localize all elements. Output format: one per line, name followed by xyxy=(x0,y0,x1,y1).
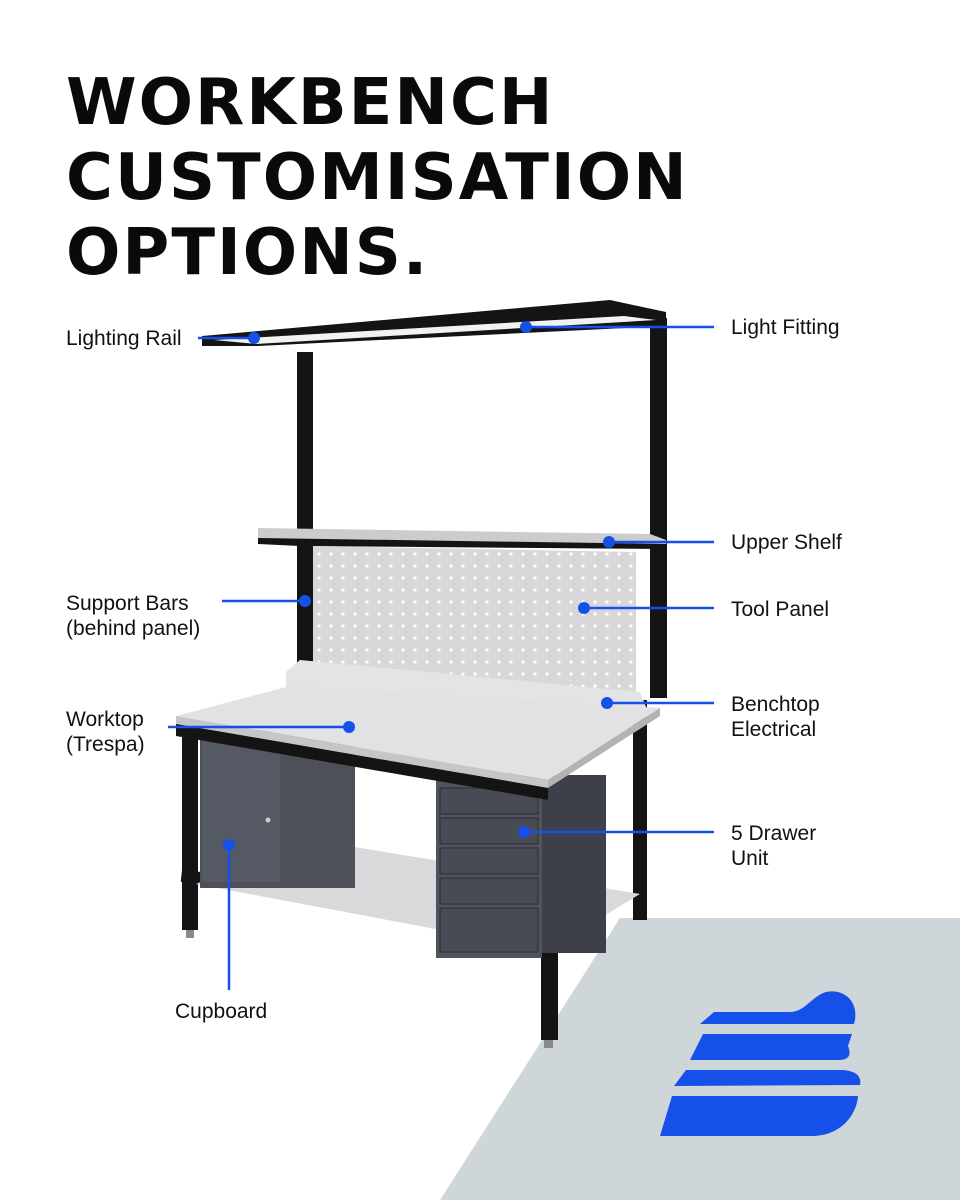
tool-panel-holes xyxy=(313,546,636,698)
drawer-3 xyxy=(439,847,539,875)
worktop xyxy=(176,686,660,780)
callout-light-fitting: Light Fitting xyxy=(731,316,840,339)
right-upright xyxy=(650,318,667,698)
callout-benchtop-electrical-line-2: Electrical xyxy=(731,718,817,741)
upper-shelf-dot xyxy=(603,536,615,548)
callout-drawer-unit-line-1: 5 Drawer xyxy=(731,822,817,845)
right-upright-lower xyxy=(633,700,647,920)
callout-upper-shelf: Upper Shelf xyxy=(731,531,842,554)
light-strip xyxy=(214,316,656,344)
page-title: WORKBENCH CUSTOMISATION OPTIONS. xyxy=(66,66,689,291)
upper-shelf-edge xyxy=(258,538,666,549)
drawer-4 xyxy=(439,877,539,905)
callout-support-bars: Support Bars (behind panel) xyxy=(66,591,200,641)
callout-worktop-line-1: Worktop xyxy=(66,708,144,731)
front-left-leg xyxy=(182,730,198,930)
callout-lighting-rail: Lighting Rail xyxy=(66,327,182,350)
callout-drawer-unit: 5 Drawer Unit xyxy=(731,821,816,871)
callout-tool-panel: Tool Panel xyxy=(731,598,830,621)
cupboard-lock xyxy=(265,817,271,823)
cupboard-door xyxy=(202,736,280,882)
tool-panel-dot xyxy=(578,602,590,614)
benchtop-electrical xyxy=(286,660,648,712)
callout-drawer-unit-line-2: Unit xyxy=(731,847,769,870)
b-stripes-logo-icon xyxy=(660,991,861,1136)
callout-cupboard: Cupboard xyxy=(175,1000,268,1023)
callout-support-bars-line-2: (behind panel) xyxy=(66,617,201,640)
drawer-unit-side xyxy=(540,775,606,953)
cupboard-dot xyxy=(223,839,235,851)
benchtop-electrical-dot xyxy=(601,697,613,709)
right-foot xyxy=(544,1040,553,1048)
title-line-3: OPTIONS. xyxy=(66,216,430,290)
worktop-edge xyxy=(176,716,548,788)
title-line-1: WORKBENCH xyxy=(66,66,555,140)
worktop-right-edge xyxy=(548,708,660,788)
worktop-apron xyxy=(176,724,548,800)
callout-support-bars-line-1: Support Bars xyxy=(66,592,189,615)
support-bars-dot xyxy=(299,595,311,607)
drawer-5 xyxy=(439,907,539,953)
worktop-dot xyxy=(343,721,355,733)
light-fitting-dot xyxy=(520,321,532,333)
left-foot xyxy=(186,930,194,938)
lighting-rail-dot xyxy=(248,332,260,344)
drawer-unit-dot xyxy=(518,826,530,838)
callout-worktop: Worktop (Trespa) xyxy=(66,707,145,757)
callout-benchtop-electrical-line-1: Benchtop xyxy=(731,693,820,716)
callout-worktop-line-2: (Trespa) xyxy=(66,733,145,756)
left-upright xyxy=(297,352,313,672)
title-line-2: CUSTOMISATION xyxy=(66,141,689,215)
callout-benchtop-electrical: Benchtop Electrical xyxy=(731,692,820,742)
